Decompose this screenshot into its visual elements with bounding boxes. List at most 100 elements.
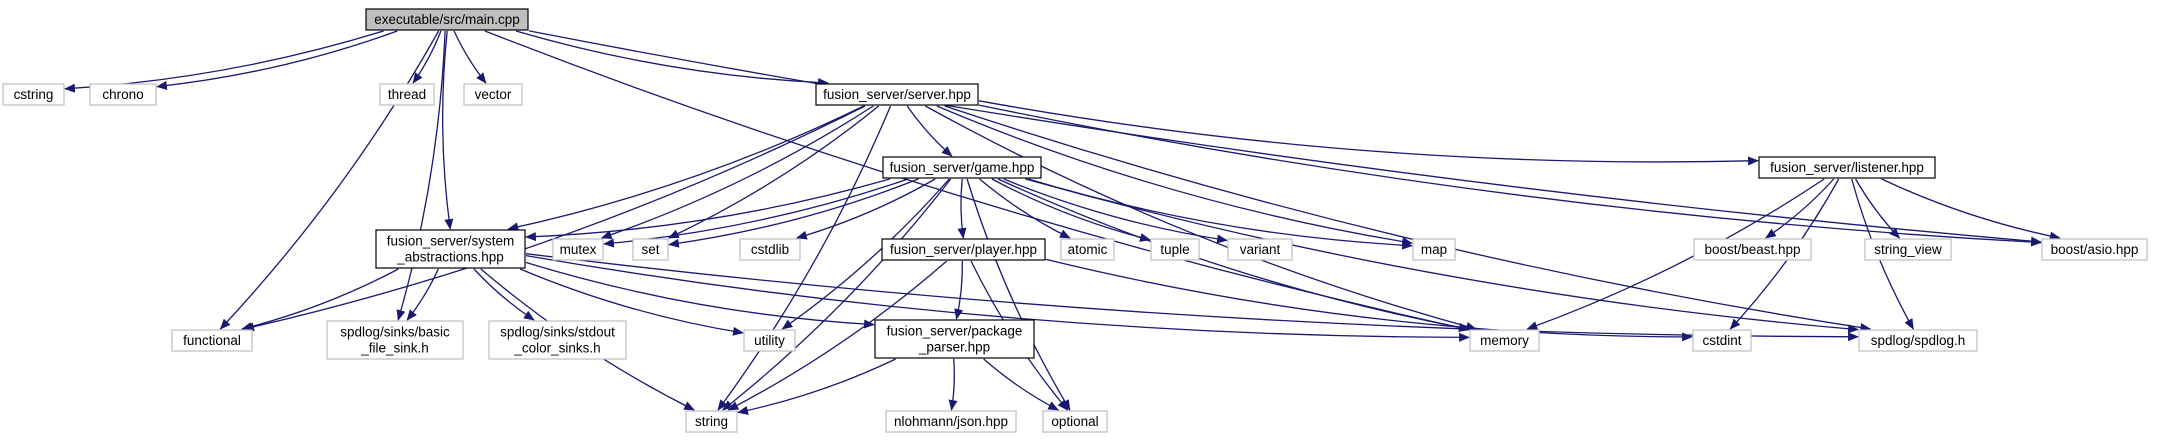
edge-main-to-boostasio [528, 30, 2042, 246]
edge-listener-to-boostbeast [1765, 178, 1835, 239]
node-utility-box [743, 329, 796, 352]
edge-player-to-cstdint [1045, 258, 1693, 342]
node-vector[interactable]: vector [463, 83, 523, 106]
node-atomic-box [1060, 238, 1115, 261]
node-listener[interactable]: fusion_server/listener.hpp [1758, 156, 1936, 179]
edge-server-to-game [906, 105, 953, 157]
node-nlohmann-box [885, 410, 1017, 433]
node-functional-box [171, 329, 253, 352]
node-server[interactable]: fusion_server/server.hpp [815, 83, 979, 106]
edge-sysabs-to-spdlog [525, 253, 1859, 342]
edge-sysabs-to-functional [241, 268, 399, 331]
node-listener-box [1758, 156, 1936, 179]
node-tuple-label-0: tuple [1160, 242, 1189, 257]
node-utility[interactable]: utility [743, 329, 796, 352]
node-stdoutsink-label-0: spdlog/sinks/stdout [500, 325, 615, 340]
node-game-box [882, 156, 1042, 179]
node-thread-box [379, 83, 435, 106]
node-mutex[interactable]: mutex [552, 238, 604, 261]
node-map-label-0: map [1421, 242, 1447, 257]
node-nlohmann[interactable]: nlohmann/json.hpp [885, 410, 1017, 433]
edge-game-to-player [957, 178, 967, 239]
edge-game-to-set [668, 178, 919, 248]
node-stdoutsink-box [488, 320, 627, 360]
edge-server-to-functional [243, 105, 866, 332]
node-memory-box [1469, 329, 1540, 352]
edge-server-to-mutex [600, 105, 874, 240]
node-boostbeast-label-0: boost/beast.hpp [1704, 242, 1800, 257]
node-main[interactable]: executable/src/main.cpp [365, 8, 529, 31]
node-memory-label-0: memory [1480, 333, 1529, 348]
node-variant-box [1227, 238, 1293, 261]
node-nlohmann-label-0: nlohmann/json.hpp [894, 414, 1008, 429]
node-string[interactable]: string [685, 410, 738, 433]
node-server-label-0: fusion_server/server.hpp [823, 87, 971, 102]
node-optional-box [1042, 410, 1108, 433]
node-cstring-box [2, 83, 65, 106]
node-cstdint[interactable]: cstdint [1692, 329, 1752, 352]
node-optional[interactable]: optional [1042, 410, 1108, 433]
edge-player-to-pkgparser [954, 260, 964, 320]
node-functional-label-0: functional [183, 333, 241, 348]
edge-sysabs-to-utility [519, 268, 744, 336]
node-cstdint-box [1692, 329, 1752, 352]
node-variant[interactable]: variant [1227, 238, 1293, 261]
node-thread[interactable]: thread [379, 83, 435, 106]
node-spdlog[interactable]: spdlog/spdlog.h [1858, 329, 1978, 352]
node-cstring[interactable]: cstring [2, 83, 65, 106]
node-player[interactable]: fusion_server/player.hpp [881, 238, 1046, 261]
node-basicsink-label-1: _file_sink.h [360, 341, 429, 356]
node-set-box [632, 238, 669, 261]
node-pkgparser-label-0: fusion_server/package [887, 324, 1023, 339]
node-sysabs[interactable]: fusion_server/system_abstractions.hpp [375, 229, 526, 269]
node-atomic[interactable]: atomic [1060, 238, 1115, 261]
edge-server-to-listener [978, 100, 1759, 166]
node-sysabs-label-0: fusion_server/system [387, 234, 515, 249]
node-optional-label-0: optional [1051, 414, 1098, 429]
node-boostbeast-box [1693, 238, 1812, 261]
node-basicsink-box [326, 320, 464, 360]
node-stdoutsink[interactable]: spdlog/sinks/stdout_color_sinks.h [488, 320, 627, 360]
node-set[interactable]: set [632, 238, 669, 261]
node-chrono[interactable]: chrono [89, 83, 157, 106]
edge-pkgparser-to-optional [983, 358, 1059, 411]
node-map[interactable]: map [1412, 238, 1456, 261]
edge-server-to-memory [925, 105, 1477, 331]
node-game-label-0: fusion_server/game.hpp [890, 160, 1035, 175]
edge-pkgparser-to-string [737, 358, 896, 415]
node-server-box [815, 83, 979, 106]
node-memory[interactable]: memory [1469, 329, 1540, 352]
node-thread-label-0: thread [388, 87, 426, 102]
edge-sysabs-to-memory [525, 254, 1470, 342]
edge-server-to-string [717, 105, 892, 411]
node-basicsink[interactable]: spdlog/sinks/basic_file_sink.h [326, 320, 464, 360]
edge-sysabs-to-pkgparser [525, 261, 875, 329]
edge-main-to-chrono [156, 30, 398, 91]
node-functional[interactable]: functional [171, 329, 253, 352]
node-cstdlib[interactable]: cstdlib [739, 238, 801, 261]
node-pkgparser[interactable]: fusion_server/package_parser.hpp [874, 319, 1035, 359]
node-stdoutsink-label-1: _color_sinks.h [513, 341, 600, 356]
edge-server-to-sysabs [507, 105, 865, 232]
edge-main-to-functional [219, 30, 440, 330]
edge-game-to-mutex [603, 178, 909, 248]
node-pkgparser-label-1: _parser.hpp [918, 340, 990, 355]
edge-server-to-boostasio [978, 104, 2042, 247]
node-stringview[interactable]: string_view [1864, 238, 1952, 261]
node-spdlog-label-0: spdlog/spdlog.h [1871, 333, 1966, 348]
edge-listener-to-stringview [1855, 178, 1901, 239]
edge-game-to-utility [781, 178, 950, 330]
node-cstdlib-label-0: cstdlib [751, 242, 789, 257]
node-boostbeast[interactable]: boost/beast.hpp [1693, 238, 1812, 261]
node-mutex-label-0: mutex [560, 242, 597, 257]
node-boostasio[interactable]: boost/asio.hpp [2041, 238, 2148, 261]
node-game[interactable]: fusion_server/game.hpp [882, 156, 1042, 179]
node-tuple[interactable]: tuple [1150, 238, 1200, 261]
node-player-box [881, 238, 1046, 261]
node-chrono-box [89, 83, 157, 106]
edge-main-to-vector [453, 30, 487, 84]
edge-server-to-spdlog [944, 105, 1872, 332]
node-vector-box [463, 83, 523, 106]
node-main-label-0: executable/src/main.cpp [374, 12, 520, 27]
